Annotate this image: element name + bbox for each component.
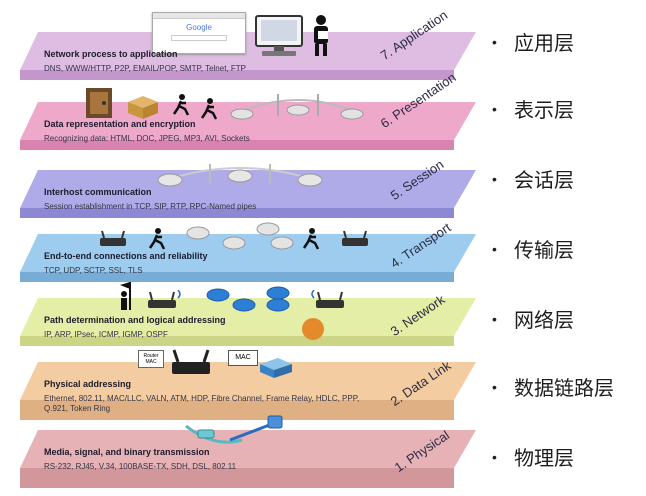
layer-protocols: RS-232, RJ45, V.34, 100BASE-TX, SDH, DSL…	[44, 462, 237, 471]
layer-protocols: Session establishment in TCP, SIP, RTP, …	[44, 202, 257, 211]
layer-slab	[20, 298, 476, 346]
layer-title: Interhost communication	[44, 187, 152, 197]
flag-person-icon	[120, 282, 131, 310]
vault-door-icon	[86, 88, 112, 118]
zh-layer-label: 表示层	[514, 100, 574, 122]
zh-layer-label: 应用层	[514, 33, 574, 55]
zh-layer-5: •会话层	[492, 170, 574, 192]
layer-title: Media, signal, and binary transmission	[44, 447, 210, 457]
layer-slab	[20, 430, 476, 488]
layer-protocols: IP, ARP, IPsec, ICMP, IGMP, OSPF	[44, 330, 168, 339]
router-mac-tag: Router MAC	[138, 350, 164, 368]
layer-network: Path determination and logical addressin…	[0, 276, 480, 346]
transport-icons	[0, 212, 480, 272]
layer-transport: End-to-end connections and reliability T…	[0, 212, 480, 282]
wifi-router-icon	[172, 349, 210, 374]
zh-layer-1: •物理层	[492, 448, 574, 470]
presentation-icons	[0, 80, 480, 140]
layer-protocols: TCP, UDP, SCTP, SSL, TLS	[44, 266, 143, 275]
zh-layer-label: 数据链路层	[514, 378, 614, 400]
running-person-icon	[172, 94, 190, 116]
layer-protocols: Recognizing data: HTML, DOC, JPEG, MP3, …	[44, 134, 250, 143]
zh-layer-3: •网络层	[492, 310, 574, 332]
zh-layer-label: 物理层	[514, 448, 574, 470]
zh-layer-6: •表示层	[492, 100, 574, 122]
layer-application: Google Network process to application DN…	[0, 7, 480, 80]
zh-layer-2: •数据链路层	[492, 378, 614, 400]
layer-data-link: Router MAC MAC Physical addressing Ether…	[0, 340, 480, 420]
layer-slab	[20, 170, 476, 218]
package-box-icon	[128, 96, 158, 119]
zh-layer-label: 会话层	[514, 170, 574, 192]
running-person-icon	[148, 228, 166, 250]
layer-title: Network process to application	[44, 49, 178, 59]
mac-tag: MAC	[228, 350, 258, 366]
zh-layer-4: •传输层	[492, 240, 574, 262]
layer-physical: Media, signal, and binary transmission R…	[0, 408, 480, 488]
wifi-router-icon	[148, 290, 181, 308]
router-blue-icon	[206, 288, 230, 302]
bridge-network-icon	[230, 94, 364, 120]
fiber-cable-icon	[185, 424, 243, 444]
network-switch-icon	[260, 358, 292, 378]
layer-slab	[20, 32, 476, 80]
session-icons	[0, 148, 480, 208]
layer-title: Data representation and encryption	[44, 119, 196, 129]
wifi-router-icon	[311, 290, 344, 308]
layer-title: Physical addressing	[44, 379, 132, 389]
network-icons	[0, 276, 480, 336]
router-blue-icon	[232, 298, 256, 312]
router-blue-icon	[266, 298, 290, 312]
wifi-router-icon	[100, 230, 126, 246]
user-person-icon	[314, 15, 328, 56]
zh-layer-7: •应用层	[492, 33, 574, 55]
zh-layer-label: 网络层	[514, 310, 574, 332]
router-icon	[270, 236, 294, 250]
zh-layer-label: 传输层	[514, 240, 574, 262]
router-icon	[256, 222, 280, 236]
data-link-icons: Router MAC MAC	[0, 340, 480, 400]
router-icon	[186, 226, 210, 240]
layer-title: Path determination and logical addressin…	[44, 315, 226, 325]
browser-window-icon: Google	[152, 12, 246, 54]
google-logo: Google	[186, 23, 212, 32]
ethernet-cable-icon	[229, 415, 283, 442]
cursor-indicator	[302, 318, 324, 340]
layer-session: Interhost communication Session establis…	[0, 148, 480, 218]
desktop-computer-icon	[255, 15, 303, 56]
wifi-router-icon	[342, 230, 368, 246]
running-person-icon	[302, 228, 320, 250]
layer-protocols: Ethernet, 802.11, MAC/LLC, VALN, ATM, HD…	[44, 394, 360, 413]
router-icon	[222, 236, 246, 250]
physical-icons	[0, 408, 480, 468]
running-person-icon	[200, 98, 218, 120]
bridge-network-icon	[157, 164, 323, 187]
layer-presentation: Data representation and encryption Recog…	[0, 70, 480, 150]
layer-title: End-to-end connections and reliability	[44, 251, 208, 261]
layer-slab	[20, 362, 476, 420]
application-icons: Google	[0, 10, 480, 70]
layer-protocols: DNS, WWW/HTTP, P2P, EMAIL/POP, SMTP, Tel…	[44, 64, 246, 73]
